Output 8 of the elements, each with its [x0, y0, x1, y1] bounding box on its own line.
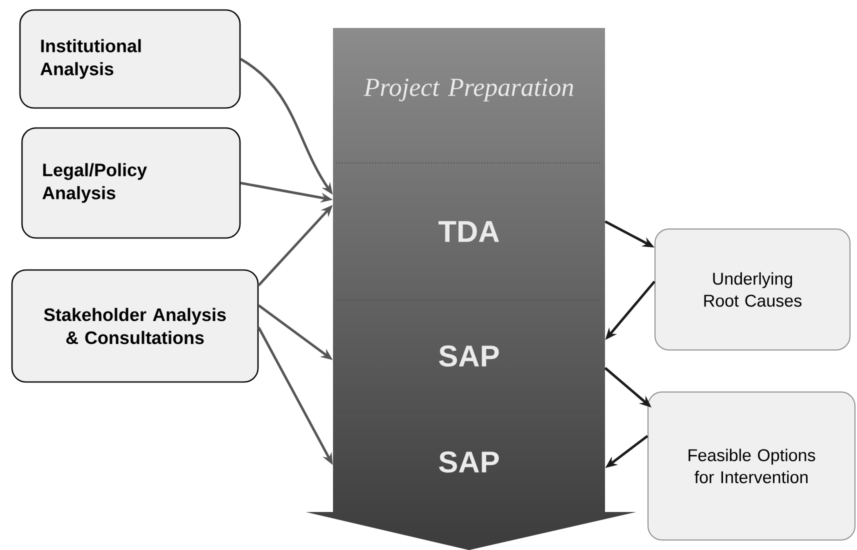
input-box: Legal/Policy Analysis	[21, 127, 241, 239]
output-box: Underlying Root Causes	[654, 228, 850, 350]
stage-label: TDA	[333, 163, 605, 300]
input-box: Institutional Analysis	[19, 9, 241, 109]
output-box: Feasible Options for Intervention	[648, 392, 856, 540]
stage-label: SAP	[333, 300, 605, 412]
input-box: Stakeholder Analysis & Consultations	[11, 269, 259, 383]
stage-label: SAP	[333, 412, 605, 512]
